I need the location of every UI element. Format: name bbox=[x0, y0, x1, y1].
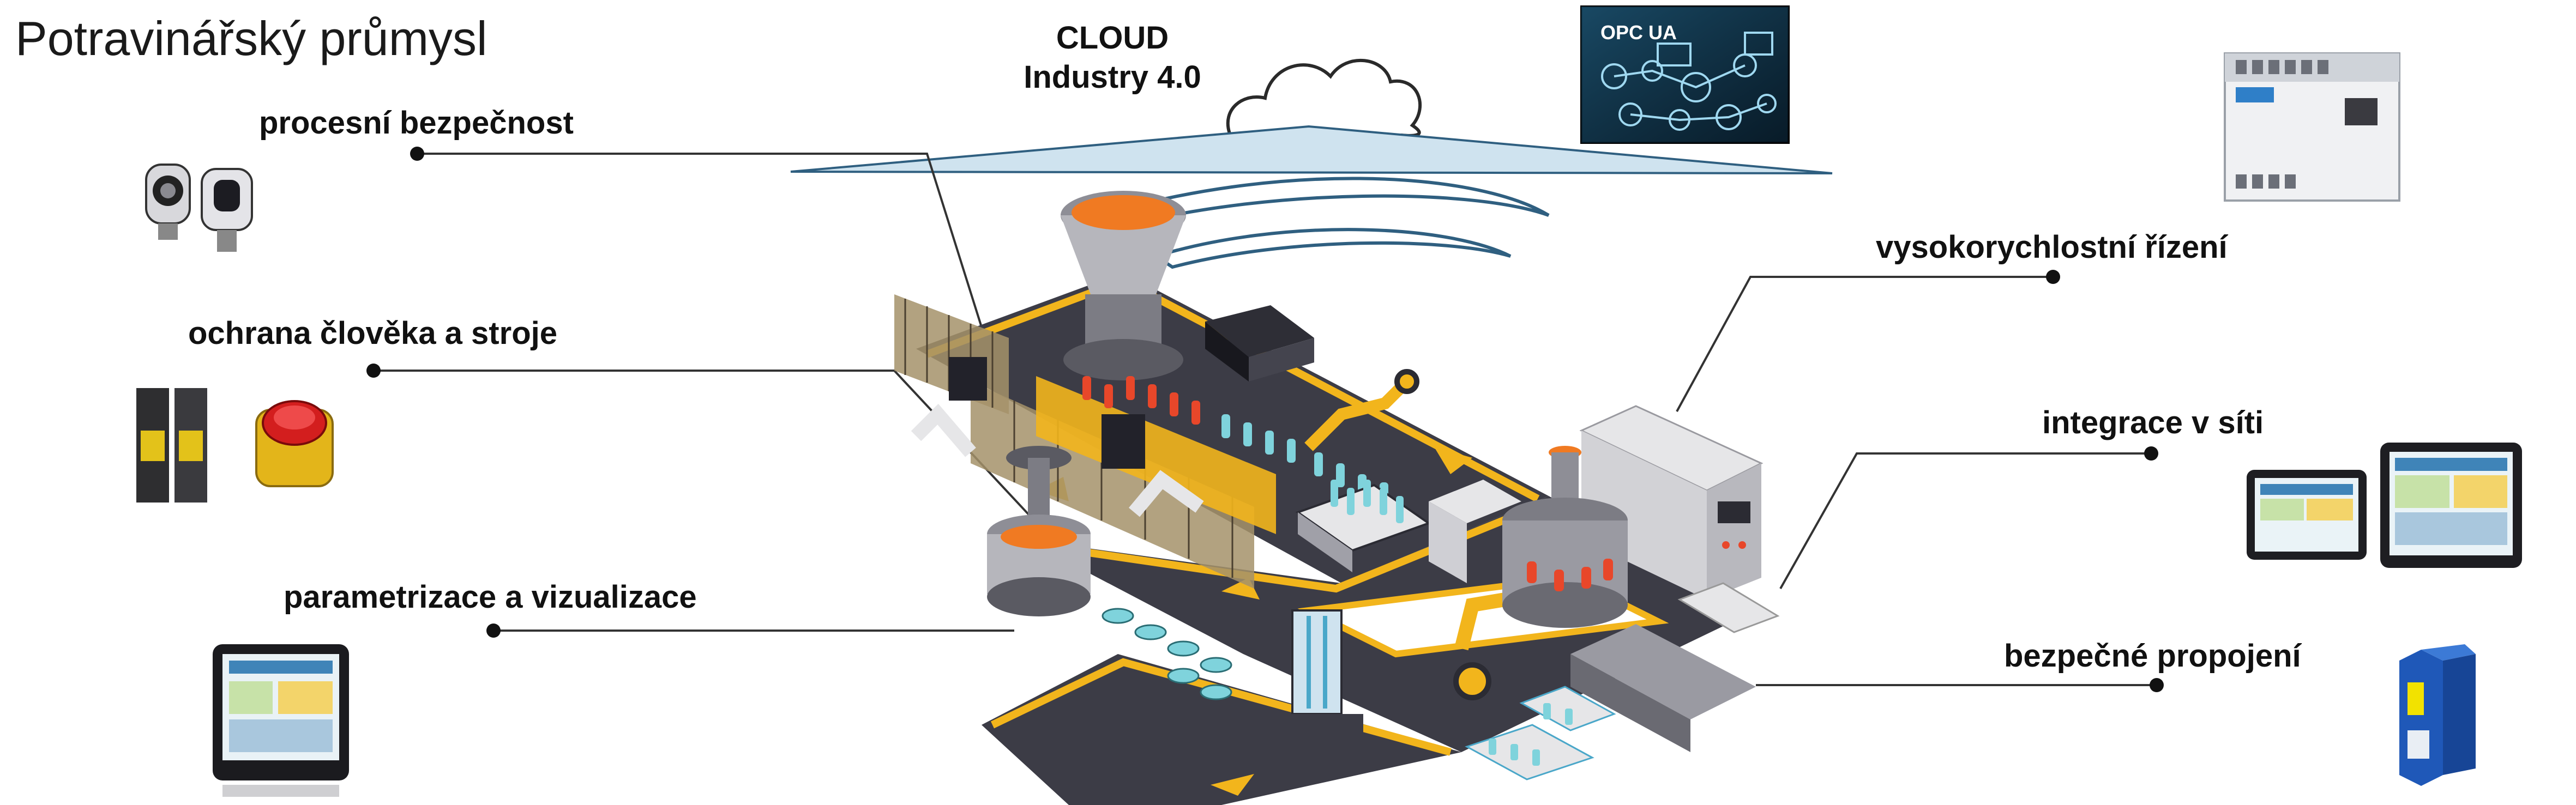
network-touch-panel-icon bbox=[2247, 443, 2522, 568]
right-hopper bbox=[1502, 446, 1628, 628]
round-containers bbox=[1102, 608, 1232, 700]
processing-machine bbox=[1429, 405, 1764, 600]
label-human-machine: ochrana člověka a stroje bbox=[188, 316, 557, 351]
label-high-speed: vysokorychlostní řízení bbox=[1876, 229, 2228, 265]
agv-cart bbox=[1295, 480, 1431, 572]
opc-ua-icon: OPC UA bbox=[1580, 5, 1790, 144]
plc-controller-icon bbox=[2224, 52, 2400, 202]
cloud-icon bbox=[1224, 58, 1422, 138]
safety-laser-scanner-icon bbox=[145, 164, 253, 252]
label-parametrization: parametrizace a vizualizace bbox=[284, 579, 697, 615]
cloud-line-2: Industry 4.0 bbox=[1024, 59, 1201, 95]
filling-hopper bbox=[1061, 191, 1186, 380]
vertical-storage bbox=[1271, 609, 1363, 752]
cloud-line-1: CLOUD bbox=[1056, 20, 1169, 56]
cloud-label: CLOUD Industry 4.0 bbox=[971, 19, 1254, 97]
hmi-panel-icon bbox=[213, 644, 349, 797]
label-network: integrace v síti bbox=[2042, 405, 2264, 440]
safety-relay-module-icon bbox=[2399, 644, 2476, 786]
safety-sensor-icon bbox=[136, 388, 207, 503]
opc-ua-text: OPC UA bbox=[1600, 21, 1677, 44]
page-title: Potravinářský průmysl bbox=[15, 11, 487, 65]
labeling-machine bbox=[949, 305, 1314, 469]
callout-dots bbox=[366, 147, 2164, 692]
mixing-column bbox=[987, 446, 1091, 616]
wireless-signal-icon bbox=[1097, 177, 1550, 269]
cloud-beam bbox=[790, 125, 1833, 174]
robot-arms bbox=[911, 369, 1507, 700]
packing-station bbox=[1465, 582, 1780, 780]
filled-bottles bbox=[1082, 376, 1200, 425]
emergency-stop-icon bbox=[255, 400, 334, 487]
label-safe-connection: bezpečné propojení bbox=[2004, 638, 2301, 674]
label-process-safety: procesní bezpečnost bbox=[259, 105, 574, 141]
